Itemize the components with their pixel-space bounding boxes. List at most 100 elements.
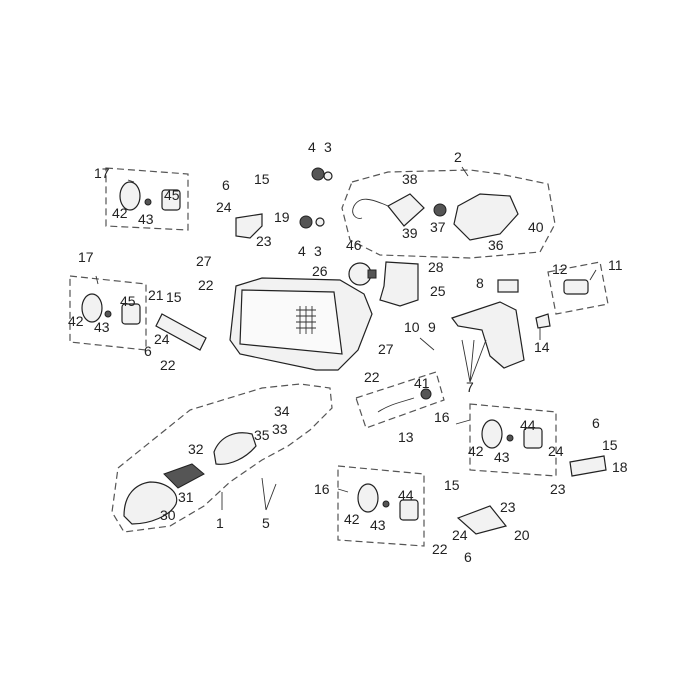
callout-28: 28 [428, 259, 444, 275]
license-bracket [451, 301, 525, 369]
taillight-holder [387, 193, 425, 227]
headlight-lens-30 [123, 481, 178, 525]
turn-signal-lower-17 [81, 293, 141, 325]
callout-26: 26 [312, 263, 328, 279]
callout-43: 43 [370, 517, 386, 533]
callout-33: 33 [272, 421, 288, 437]
bracket-18 [569, 455, 607, 477]
callout-35: 35 [254, 427, 270, 443]
headlight-housing [229, 277, 373, 371]
callout-45: 45 [120, 293, 136, 309]
callout-24: 24 [548, 443, 564, 459]
leader-lines [95, 166, 597, 511]
callout-15: 15 [444, 477, 460, 493]
callout-40: 40 [528, 219, 544, 235]
bulb [348, 262, 377, 286]
callout-24: 24 [154, 331, 170, 347]
callout-46: 46 [346, 237, 362, 253]
callout-3: 3 [314, 243, 322, 259]
group-16-right [469, 403, 557, 477]
callout-2: 2 [454, 149, 462, 165]
taillight-wire [352, 198, 389, 219]
callout-34: 34 [274, 403, 290, 419]
callout-27: 27 [196, 253, 212, 269]
callout-39: 39 [402, 225, 418, 241]
callout-36: 36 [488, 237, 504, 253]
turn-signal-right-16 [481, 419, 543, 449]
callout-23: 23 [500, 499, 516, 515]
callout-43: 43 [94, 319, 110, 335]
callout-43: 43 [138, 211, 154, 227]
parts [81, 167, 607, 535]
group-outlines [69, 167, 609, 547]
callout-38: 38 [402, 171, 418, 187]
callout-8: 8 [476, 275, 484, 291]
turn-signal-upper-17 [119, 181, 181, 211]
callout-41: 41 [414, 375, 430, 391]
callout-31: 31 [178, 489, 194, 505]
washer-mid-3 [315, 217, 325, 227]
callout-44: 44 [398, 487, 414, 503]
group-17-lower [69, 275, 147, 351]
group-16-center [337, 465, 425, 547]
callout-1: 1 [216, 515, 224, 531]
callout-45: 45 [164, 187, 180, 203]
callout-4: 4 [308, 139, 316, 155]
callout-14: 14 [534, 339, 550, 355]
callout-22: 22 [364, 369, 380, 385]
plug-12 [563, 279, 589, 295]
callout-15: 15 [166, 289, 182, 305]
callout-22: 22 [160, 357, 176, 373]
washer-top-3 [323, 171, 333, 181]
group-2-taillight [341, 169, 556, 259]
group-1-headlight [111, 383, 333, 533]
callout-16: 16 [314, 481, 330, 497]
callout-6: 6 [464, 549, 472, 565]
grommet-mid-4 [299, 215, 313, 229]
callout-6: 6 [144, 343, 152, 359]
group-13-wire [355, 371, 445, 429]
callout-42: 42 [112, 205, 128, 221]
callout-22: 22 [432, 541, 448, 557]
bracket-20 [456, 505, 508, 535]
group-17-upper [105, 167, 189, 231]
callout-43: 43 [494, 449, 510, 465]
callout-27: 27 [378, 341, 394, 357]
callout-24: 24 [452, 527, 468, 543]
callout-23: 23 [256, 233, 272, 249]
callout-13: 13 [398, 429, 414, 445]
callout-42: 42 [468, 443, 484, 459]
callout-44: 44 [520, 417, 536, 433]
callout-15: 15 [254, 171, 270, 187]
callout-6: 6 [592, 415, 600, 431]
headlight-cover-32 [213, 432, 257, 465]
callout-19: 19 [274, 209, 290, 225]
callout-10: 10 [404, 319, 420, 335]
turn-signal-center-16 [357, 483, 419, 521]
callout-4: 4 [298, 243, 306, 259]
connector-41 [420, 388, 432, 400]
reflector-8 [497, 279, 519, 293]
callout-22: 22 [198, 277, 214, 293]
callout-42: 42 [68, 313, 84, 329]
callout-labels: 1 2 3 3 4 4 5 6 6 6 6 7 8 9 10 11 12 13 … [68, 139, 628, 565]
callout-32: 32 [188, 441, 204, 457]
callout-30: 30 [160, 507, 176, 523]
headlight-bezel-31 [163, 463, 205, 489]
callout-15: 15 [602, 437, 618, 453]
grommet-top-4 [311, 167, 325, 181]
callout-9: 9 [428, 319, 436, 335]
callout-17: 17 [78, 249, 94, 265]
callout-37: 37 [430, 219, 446, 235]
group-12-plug [547, 261, 609, 315]
bracket-21 [155, 313, 207, 351]
callout-25: 25 [430, 283, 446, 299]
clip-14 [535, 313, 551, 329]
socket-37 [433, 203, 447, 217]
callout-20: 20 [514, 527, 530, 543]
callout-6: 6 [222, 177, 230, 193]
bracket-19 [235, 213, 263, 239]
callout-11: 11 [608, 257, 623, 273]
callout-21: 21 [148, 287, 164, 303]
